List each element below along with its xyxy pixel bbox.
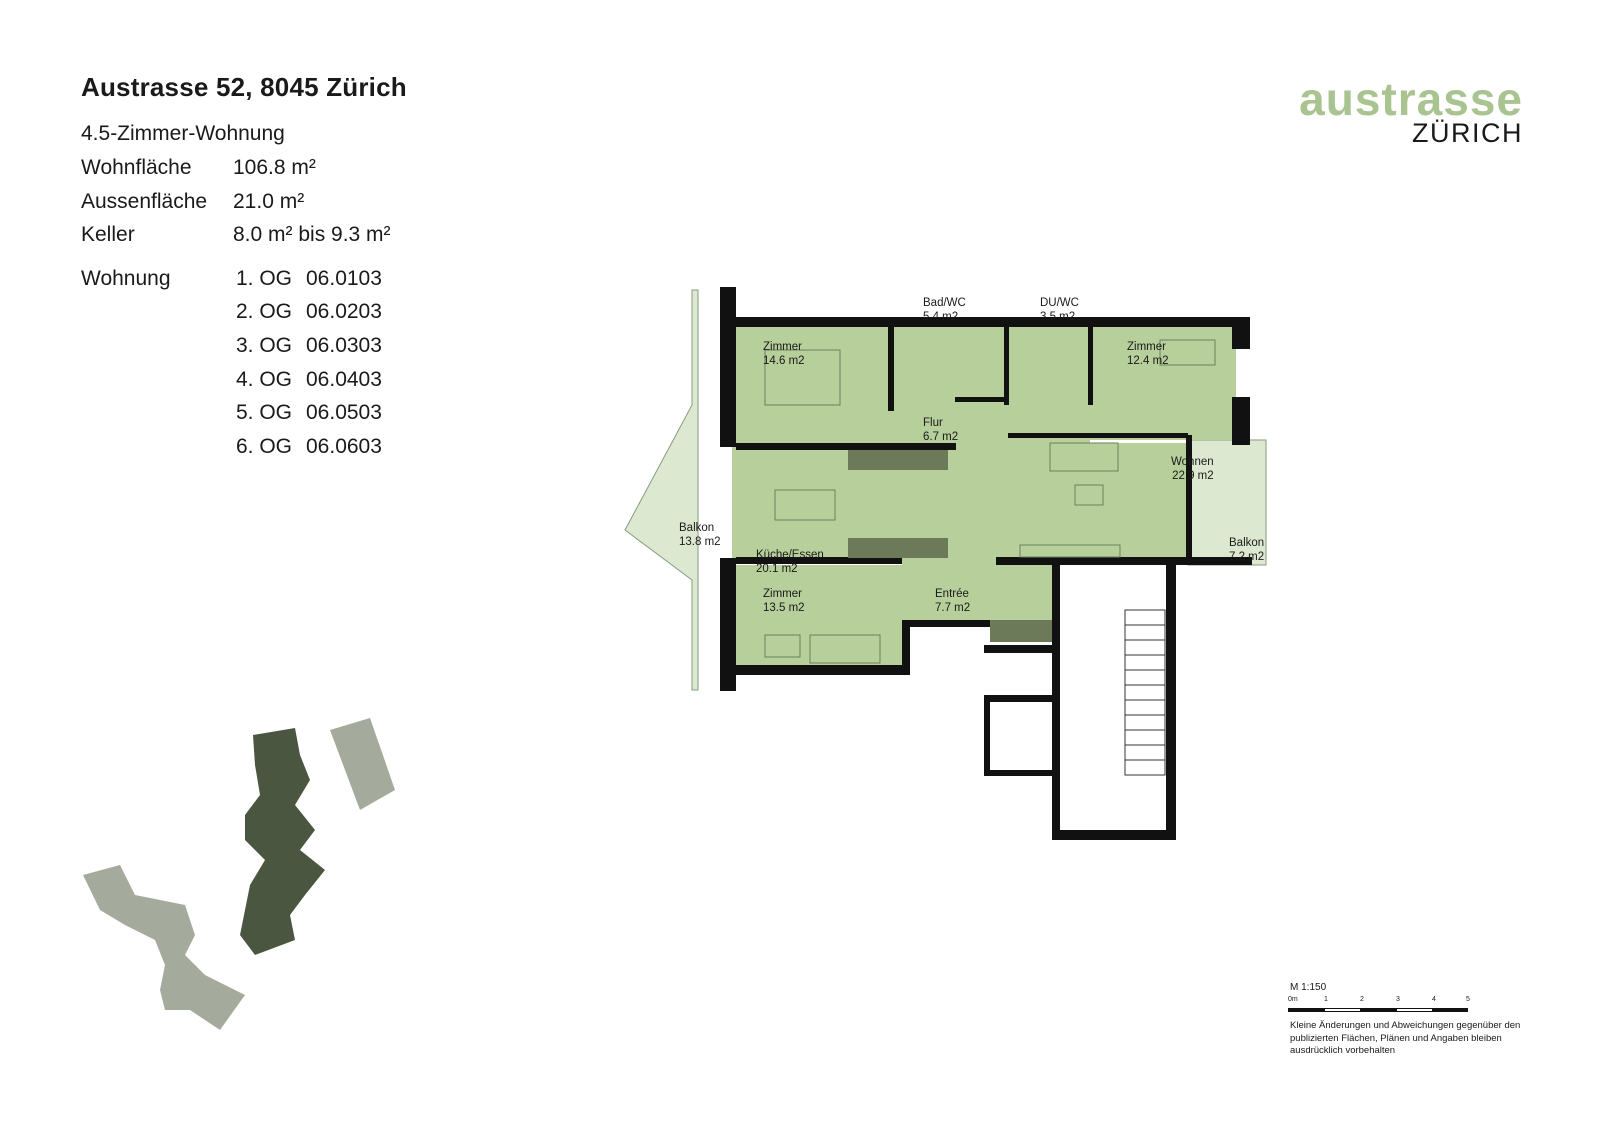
- balcony-east: [1187, 439, 1267, 566]
- disclaimer: Kleine Änderungen und Abweichungen gegen…: [1290, 1020, 1521, 1056]
- building-neighbor: [83, 865, 245, 1030]
- building-highlight: [240, 728, 325, 955]
- detail-label: Wohnfläche: [81, 156, 192, 179]
- floor-plan: [624, 287, 1267, 840]
- kitchen-counter-top: [848, 450, 948, 470]
- detail-value: 106.8 m²: [233, 156, 316, 179]
- detail-value: 8.0 m² bis 9.3 m²: [233, 223, 391, 246]
- room-du: [1005, 325, 1090, 407]
- storage-cabinet: [990, 620, 1052, 642]
- room-zimmer-ne: [1090, 325, 1236, 440]
- address-title: Austrasse 52, 8045 Zürich: [81, 72, 407, 102]
- detail-label: Aussenfläche: [81, 190, 208, 213]
- scale-label: M 1:150: [1290, 982, 1327, 993]
- brand-city: ZÜRICH: [1412, 118, 1523, 148]
- brand-logo: austrasse: [1299, 73, 1523, 125]
- room-bad: [890, 325, 1005, 407]
- room-living: [732, 443, 1188, 561]
- scale-bar: [1288, 1008, 1468, 1012]
- room-zimmer-nw: [732, 325, 890, 443]
- stairwell: [1124, 609, 1166, 776]
- balcony-west: [624, 289, 699, 691]
- room-zimmer-sw: [732, 565, 902, 665]
- detail-value: 21.0 m²: [233, 190, 305, 213]
- room-entree: [902, 561, 1052, 624]
- site-plan: [83, 718, 395, 1030]
- walls: [720, 287, 1252, 840]
- detail-label: Keller: [81, 223, 135, 246]
- kitchen-counter-bottom: [848, 538, 948, 558]
- furniture: [764, 339, 1216, 664]
- building-neighbor: [330, 718, 395, 810]
